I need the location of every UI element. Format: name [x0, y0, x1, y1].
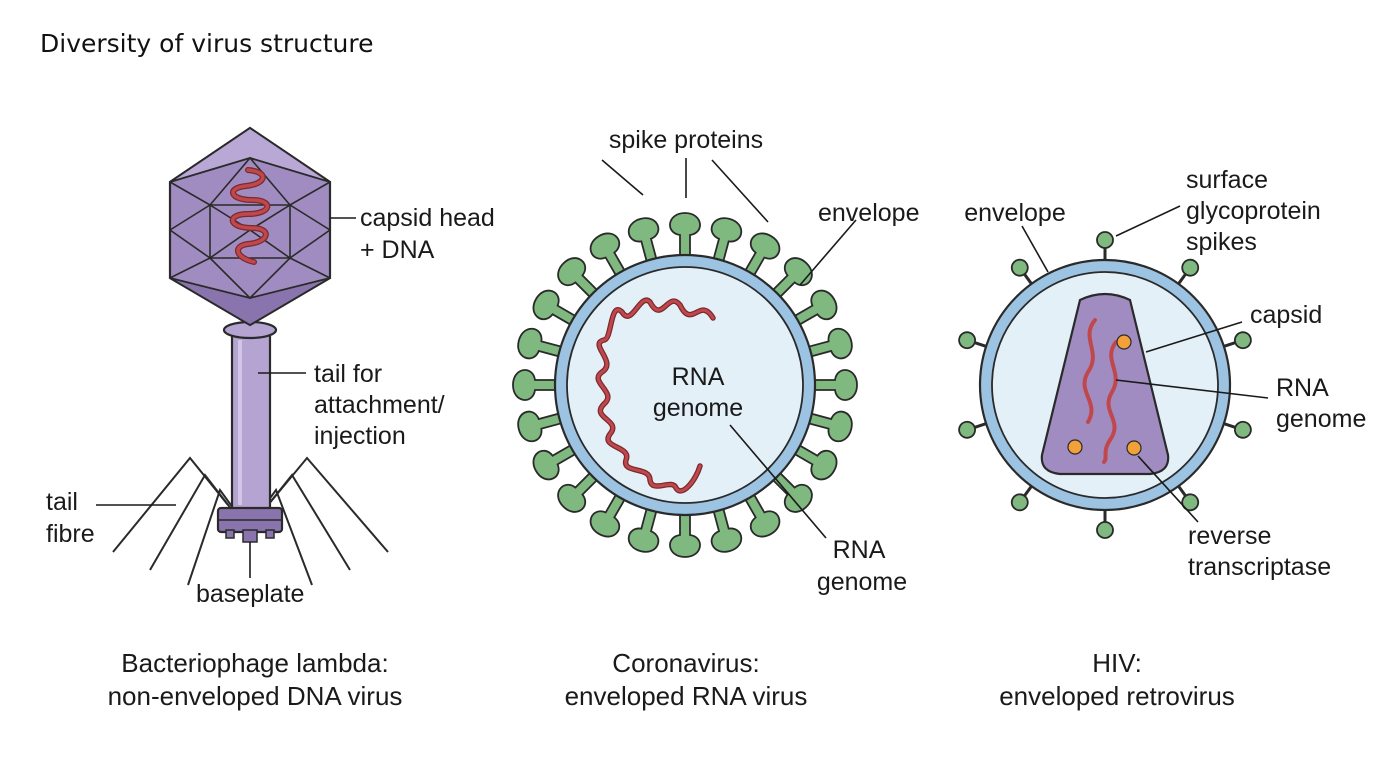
spike-protein: [517, 410, 566, 443]
spike-protein: [517, 327, 566, 360]
rna-genome-outer-line1: RNA: [833, 536, 886, 564]
hiv-illustration: [958, 205, 1269, 539]
rna-genome-outer-line2: genome: [817, 568, 907, 596]
glycoprotein-label-line1: surface: [1186, 166, 1268, 194]
hiv-caption-line2: enveloped retrovirus: [999, 681, 1235, 711]
glycoprotein-spike: [1176, 258, 1200, 286]
hiv-rna-strand-1: [1082, 318, 1097, 424]
tail-label-line2: attachment/: [314, 391, 445, 419]
glycoprotein-spike: [958, 420, 988, 439]
spike-protein: [627, 217, 660, 266]
glycoprotein-spike: [1096, 509, 1114, 539]
glycoprotein-spike: [958, 331, 988, 350]
coronavirus-envelope-label: envelope: [818, 199, 919, 227]
glycoprotein-spike: [1010, 484, 1034, 512]
capsid-head-label-line2: + DNA: [360, 236, 435, 264]
rna-genome-inner-line1: RNA: [672, 363, 725, 391]
glycoprotein-spike: [1222, 420, 1252, 439]
spike-protein: [804, 410, 853, 443]
spike-protein: [532, 442, 580, 481]
hiv-rna-label-line2: genome: [1276, 405, 1366, 433]
spike-protein: [512, 369, 560, 401]
spike-protein: [804, 327, 853, 360]
spike-protein: [669, 212, 701, 260]
tail-label-line3: injection: [314, 422, 406, 450]
spike-protein: [790, 289, 838, 328]
tail-fibre-label-line2: fibre: [46, 520, 95, 548]
reverse-transcriptase-label-line1: reverse: [1188, 522, 1271, 550]
coronavirus-illustration: [512, 158, 858, 558]
bacteriophage-illustration: [96, 126, 389, 586]
spike-protein: [589, 232, 628, 280]
capsid-head: [168, 126, 332, 327]
tail-fibre-label-line1: tail: [46, 488, 78, 516]
hiv-capsid-label: capsid: [1250, 301, 1322, 329]
hiv-envelope-label: envelope: [964, 199, 1065, 227]
spike-protein: [627, 504, 660, 553]
glycoprotein-spike: [1096, 231, 1114, 261]
hiv-rna-strand-2: [1102, 340, 1118, 464]
hiv-rna-label-line1: RNA: [1276, 374, 1329, 402]
glycoprotein-label-line3: spikes: [1186, 228, 1257, 256]
hiv-caption-line1: HIV:: [1092, 648, 1142, 678]
spike-protein: [557, 469, 601, 513]
spike-protein: [810, 369, 858, 401]
spike-protein: [769, 469, 813, 513]
baseplate: [216, 506, 284, 543]
reverse-transcriptase-dot: [1116, 334, 1132, 350]
spike-protein: [532, 289, 580, 328]
spike-protein: [742, 232, 781, 280]
spike-protein: [710, 504, 743, 553]
glycoprotein-spike: [1222, 331, 1252, 350]
spike-protein: [742, 490, 781, 538]
spike-protein: [710, 217, 743, 266]
spike-protein: [790, 442, 838, 481]
coronavirus-interior: [566, 266, 804, 504]
tail-sheath: [230, 330, 272, 514]
phage-caption-line2: non-enveloped DNA virus: [108, 681, 403, 711]
glycoprotein-spike: [1010, 258, 1034, 286]
hiv-capsid: [1040, 292, 1170, 476]
spike-protein: [589, 490, 628, 538]
reverse-transcriptase-dot: [1067, 439, 1083, 455]
spike-proteins: [512, 212, 858, 558]
spike-proteins-label: spike proteins: [609, 126, 763, 154]
capsid-head-label-line1: capsid head: [360, 204, 495, 232]
reverse-transcriptase-dot: [1126, 440, 1142, 456]
coronavirus-caption-line2: enveloped RNA virus: [565, 681, 808, 711]
phage-caption-line1: Bacteriophage lambda:: [121, 648, 388, 678]
reverse-transcriptase-label-line2: transcriptase: [1188, 553, 1331, 581]
spike-protein: [769, 257, 813, 301]
glycoprotein-label-line2: glycoprotein: [1186, 197, 1321, 225]
coronavirus-caption-line1: Coronavirus:: [612, 648, 759, 678]
baseplate-label: baseplate: [196, 580, 304, 608]
page-title: Diversity of virus structure: [40, 29, 374, 58]
rna-genome-inner-line2: genome: [653, 394, 743, 422]
tail-label-line1: tail for: [314, 360, 382, 388]
spike-protein: [669, 510, 701, 558]
spike-protein: [557, 257, 601, 301]
